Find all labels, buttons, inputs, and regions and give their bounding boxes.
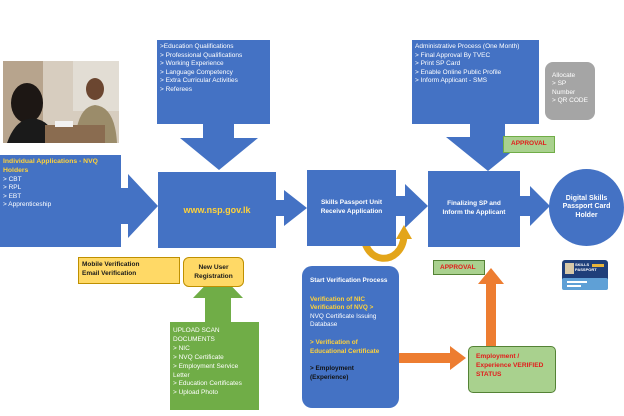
skills-passport-card-image: SKILLS PASSPORT bbox=[562, 260, 608, 290]
qualification-item: > Language Competency bbox=[160, 68, 233, 76]
new-user-line2: Registration bbox=[194, 273, 233, 280]
admin-item: > Final Approval By TVEC bbox=[415, 51, 491, 59]
individual-applications-box: Individual Applications - NVQ Holders > … bbox=[0, 155, 121, 247]
employment-line2: Experience VERIFIED bbox=[476, 361, 544, 369]
individual-item-apprenticeship: > Apprenticeship bbox=[3, 201, 52, 209]
new-user-line1: New User bbox=[198, 264, 229, 271]
admin-item: > Inform Applicant - SMS bbox=[415, 77, 488, 85]
allocate-line: Number bbox=[552, 88, 576, 96]
employment-line3: STATUS bbox=[476, 370, 502, 378]
meeting-photo-icon bbox=[3, 61, 119, 143]
upload-documents-box: UPLOAD SCAN DOCUMENTS > NIC > NVQ Certif… bbox=[170, 322, 259, 410]
upload-line: > Education Certificates bbox=[173, 380, 242, 388]
upload-line: UPLOAD SCAN bbox=[173, 327, 220, 334]
arrow-website-right bbox=[276, 190, 307, 226]
digital-card-line1: Digital Skills bbox=[565, 194, 608, 202]
skills-unit-box: Skills Passport Unit Receive Application bbox=[307, 170, 396, 246]
upload-line: DOCUMENTS bbox=[173, 335, 215, 343]
verification-nic: Verification of NIC bbox=[310, 295, 366, 303]
approval-badge-top: APPROVAL bbox=[503, 136, 555, 153]
qualification-item: > Working Experience bbox=[160, 60, 224, 68]
website-link: www.nsp.gov.lk bbox=[183, 204, 251, 215]
qualification-item: > Extra Curricular Activities bbox=[160, 77, 238, 85]
meeting-photo bbox=[3, 61, 119, 143]
card-brand-text: SKILLS PASSPORT bbox=[575, 262, 597, 272]
admin-item: > Print SP Card bbox=[415, 60, 461, 68]
qualification-item: > Professional Qualifications bbox=[160, 51, 243, 59]
qualification-item: >Education Qualifications bbox=[160, 43, 234, 50]
approval-top-label: APPROVAL bbox=[511, 140, 547, 147]
qualifications-box: >Education Qualifications > Professional… bbox=[157, 40, 270, 124]
employment-line1: Employment / bbox=[476, 353, 520, 360]
employment-verified-box: Employment / Experience VERIFIED STATUS bbox=[468, 346, 556, 393]
allocate-line: > QR CODE bbox=[552, 97, 588, 105]
verification-emp-line1: > Employment bbox=[310, 365, 354, 373]
arrow-admin-down bbox=[446, 124, 530, 171]
upload-line: > NIC bbox=[173, 344, 190, 352]
arrow-individual-right bbox=[120, 174, 158, 238]
upload-line: > NVQ Certificate bbox=[173, 353, 224, 361]
upload-line: > Employment Service bbox=[173, 362, 239, 370]
individual-item-ebt: > EBT bbox=[3, 192, 22, 200]
mobile-email-verification-box: Mobile Verification Email Verification bbox=[78, 257, 180, 284]
digital-card-line3: Holder bbox=[575, 211, 598, 219]
finalizing-box: Finalizing SP and Inform the Applicant bbox=[428, 171, 520, 247]
curved-arrow-head bbox=[396, 225, 412, 239]
verification-emp-line2: (Experience) bbox=[310, 373, 349, 381]
verification-edu-line2: Educational Certificate bbox=[310, 347, 380, 355]
verification-nvq: Verification of NVQ > bbox=[310, 304, 374, 312]
verification-title: Start Verification Process bbox=[310, 277, 388, 284]
administrative-process-box: Administrative Process (One Month) > Fin… bbox=[412, 40, 539, 124]
finalizing-line1: Finalizing SP and bbox=[447, 200, 501, 208]
allocate-box: Allocate > SP Number > QR CODE bbox=[545, 62, 595, 120]
skills-passport-card-icon bbox=[562, 260, 608, 290]
email-verification-label: Email Verification bbox=[82, 269, 137, 277]
individual-applications-title: Individual Applications - NVQ Holders bbox=[3, 158, 98, 174]
skills-unit-line2: Receive Application bbox=[320, 208, 383, 215]
arrow-employment-up bbox=[478, 268, 504, 346]
allocate-line: > SP bbox=[552, 80, 567, 88]
approval-mid-label: APPROVAL bbox=[440, 264, 476, 271]
verification-db-line2: Database bbox=[310, 321, 338, 329]
arrow-upload-up bbox=[193, 272, 243, 322]
admin-item: > Enable Online Public Profile bbox=[415, 68, 502, 76]
arrow-skills-right bbox=[395, 184, 428, 228]
verification-db-line1: NVQ Certificate Issuing bbox=[310, 312, 377, 320]
admin-title: Administrative Process (One Month) bbox=[415, 43, 520, 50]
verification-edu-line1: > Verification of bbox=[310, 338, 358, 346]
upload-line: Letter bbox=[173, 371, 190, 379]
upload-line: > Upload Photo bbox=[173, 389, 218, 397]
arrow-qualifications-down bbox=[180, 124, 258, 170]
finalizing-line2: Inform the Applicant bbox=[442, 209, 506, 216]
arrow-finalizing-right bbox=[520, 186, 550, 226]
individual-item-cbt: > CBT bbox=[3, 175, 22, 183]
mobile-verification-label: Mobile Verification bbox=[82, 261, 140, 268]
approval-badge-mid: APPROVAL bbox=[433, 260, 485, 275]
skills-unit-line1: Skills Passport Unit bbox=[320, 199, 383, 207]
individual-item-rpl: > RPL bbox=[3, 184, 22, 192]
verification-process-box: Start Verification Process Verification … bbox=[302, 266, 399, 408]
digital-card-line2: Passport Card bbox=[562, 203, 611, 211]
new-user-registration-box: New User Registration bbox=[183, 257, 244, 287]
digital-card-holder-circle: Digital Skills Passport Card Holder bbox=[549, 169, 624, 246]
website-box: www.nsp.gov.lk bbox=[158, 172, 276, 248]
allocate-line: Allocate bbox=[552, 72, 576, 79]
qualification-item: > Referees bbox=[160, 85, 192, 93]
arrow-verification-orange bbox=[398, 346, 466, 370]
